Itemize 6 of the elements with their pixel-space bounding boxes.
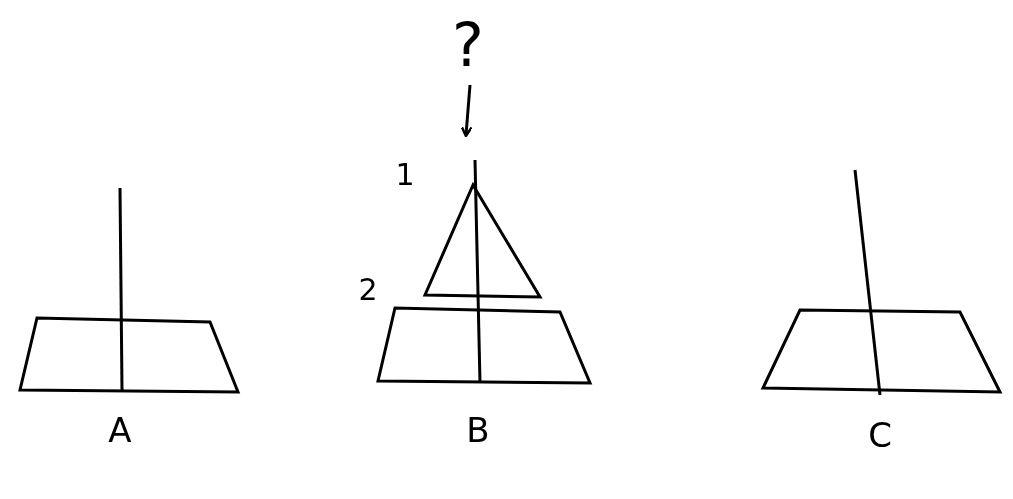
disk-number: 1 (395, 160, 415, 190)
peg-letter: B (466, 413, 490, 447)
question-mark: ? (452, 15, 484, 75)
disk-number: 2 (358, 275, 378, 305)
peg-letter: C (868, 418, 892, 452)
peg-letter: A (108, 413, 132, 447)
